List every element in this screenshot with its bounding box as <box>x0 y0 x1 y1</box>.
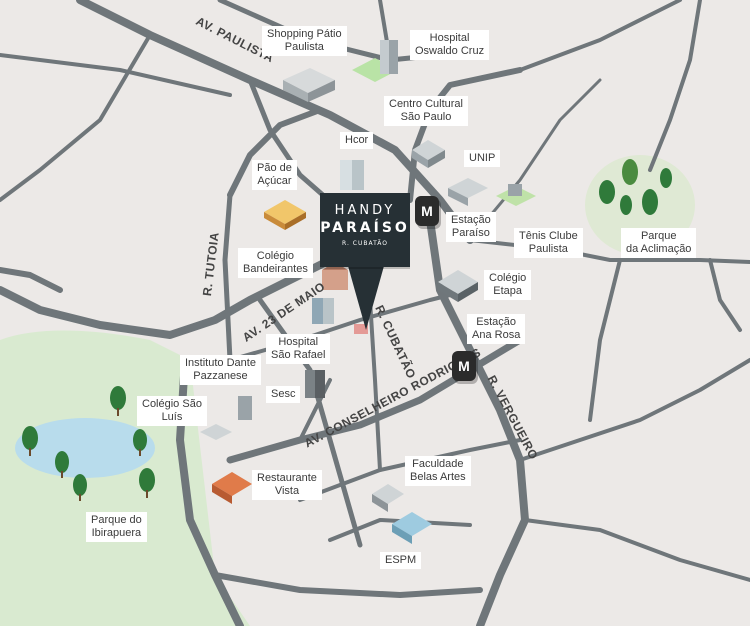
shopping-building-icon <box>283 68 335 102</box>
sao-luis-building-icon <box>200 396 252 440</box>
metro-paraiso-icon[interactable]: M <box>415 196 439 226</box>
label-unip[interactable]: UNIP <box>464 150 501 167</box>
brand-line-1: HANDY <box>334 203 396 218</box>
building-icons <box>200 40 536 544</box>
handy-paraiso-brand-badge[interactable]: HANDY PARAÍSO R. CUBATÃO <box>320 193 410 267</box>
sao-rafael-building-icon <box>312 298 334 324</box>
tenis-building-icon <box>496 184 536 206</box>
vista-building-icon <box>212 472 252 504</box>
unip-building-icon <box>448 178 488 206</box>
aclimacao-trees <box>599 159 672 215</box>
brand-line-2: PARAÍSO <box>320 220 410 236</box>
sesc-building-icon <box>305 370 325 398</box>
brand-line-3: R. CUBATÃO <box>341 240 389 247</box>
label-espm[interactable]: ESPM <box>380 552 422 569</box>
handy-paraiso-lot[interactable] <box>354 324 368 334</box>
hospital-oc-building-icon <box>352 40 398 82</box>
hcor-building-icon <box>340 160 364 190</box>
pao-building-icon <box>264 200 306 230</box>
label-hcor[interactable]: Hcor <box>340 132 374 149</box>
brand-pin-pointer <box>348 266 384 330</box>
centro-cultural-building-icon <box>412 140 445 168</box>
metro-ana-rosa-icon[interactable]: M <box>452 351 476 381</box>
belas-artes-building-icon <box>372 484 404 512</box>
etapa-building-icon <box>438 270 478 302</box>
label-sesc[interactable]: Sesc <box>266 386 301 403</box>
ibirapuera-lake <box>15 418 155 478</box>
ibirapuera-trees <box>22 386 155 501</box>
espm-building-icon <box>392 512 432 544</box>
